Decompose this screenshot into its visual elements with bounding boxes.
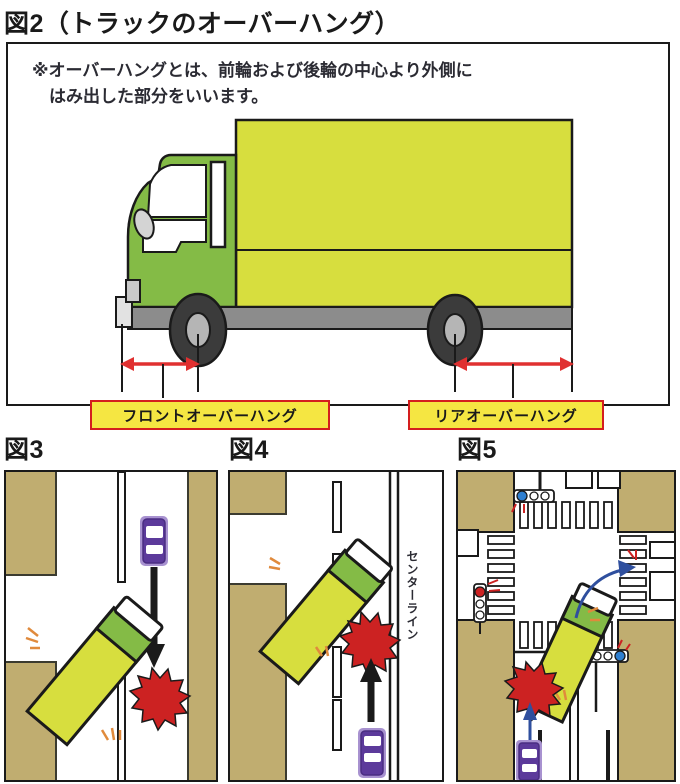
truck-turn-arrow-fig5 (574, 560, 636, 619)
traffic-signal-north (511, 489, 555, 513)
motion-marks-rear-fig3 (100, 727, 122, 741)
building-nw (458, 472, 515, 533)
truck-cargo-box (234, 118, 574, 309)
fig5-title: 図5 (457, 436, 497, 464)
front-overhang-dimension-arrow (120, 357, 200, 371)
fig3-scene (6, 472, 216, 780)
car-path-arrow-fig4 (360, 658, 382, 722)
cab-door-window (209, 160, 227, 249)
building-ne (617, 472, 674, 533)
fig4-panel: センターライン (228, 470, 444, 782)
collision-burst-fig4 (338, 610, 402, 677)
purple-car-fig4 (358, 728, 386, 778)
motion-marks-rear-fig4 (314, 645, 330, 657)
side-lot-outlines (458, 472, 674, 601)
purple-car-fig3 (140, 516, 168, 566)
building-sw (458, 619, 515, 780)
fig4-title: 図4 (229, 436, 269, 464)
center-line-label: センターライン (405, 550, 419, 641)
fig5-panel (456, 470, 676, 782)
center-line-upper (117, 472, 126, 583)
motion-marks-front-fig4 (268, 556, 281, 571)
signal-marks-east (627, 549, 637, 560)
building-se (617, 619, 674, 780)
collision-burst-fig5 (503, 660, 565, 722)
fig2-panel: ※オーバーハングとは、前輪および後輪の中心より外側に はみ出した部分をいいます。 (6, 42, 670, 430)
building-right (187, 472, 216, 780)
cab-lower-window (142, 219, 207, 253)
truck-fig3 (25, 595, 164, 747)
front-wheel (168, 292, 228, 368)
fig4-scene (230, 472, 442, 780)
fig2-title: 図2（トラックのオーバーハング） (4, 10, 401, 38)
truck-fig4 (258, 538, 393, 686)
traffic-signal-west (473, 579, 501, 634)
building-upper-left-fig4 (230, 472, 287, 515)
traffic-signal-southeast (587, 639, 631, 663)
side-mirror (133, 208, 155, 240)
car-path-arrow-fig5 (523, 702, 537, 740)
front-bumper (115, 296, 133, 328)
motion-marks-truck-front-fig5 (587, 606, 600, 622)
building-lower-left-fig4 (230, 583, 287, 780)
overhang-note: ※オーバーハングとは、前輪および後輪の中心より外側に はみ出した部分をいいます。 (32, 61, 473, 108)
collision-burst-fig3 (128, 666, 192, 732)
motion-marks-front-fig3 (25, 627, 40, 650)
rear-overhang-label: リアオーバーハング (408, 400, 604, 430)
front-overhang-label: フロントオーバーハング (90, 400, 330, 430)
building-upper-left (6, 472, 57, 576)
fig3-title: 図3 (4, 436, 44, 464)
front-step (125, 279, 141, 303)
purple-car-fig5 (516, 740, 542, 780)
fig5-scene (458, 472, 674, 780)
crosswalk-west (487, 535, 515, 615)
cab-windshield (146, 164, 207, 218)
truck-side-view-diagram (115, 118, 574, 398)
fig3-panel (4, 470, 218, 782)
crosswalk-north (519, 501, 613, 529)
